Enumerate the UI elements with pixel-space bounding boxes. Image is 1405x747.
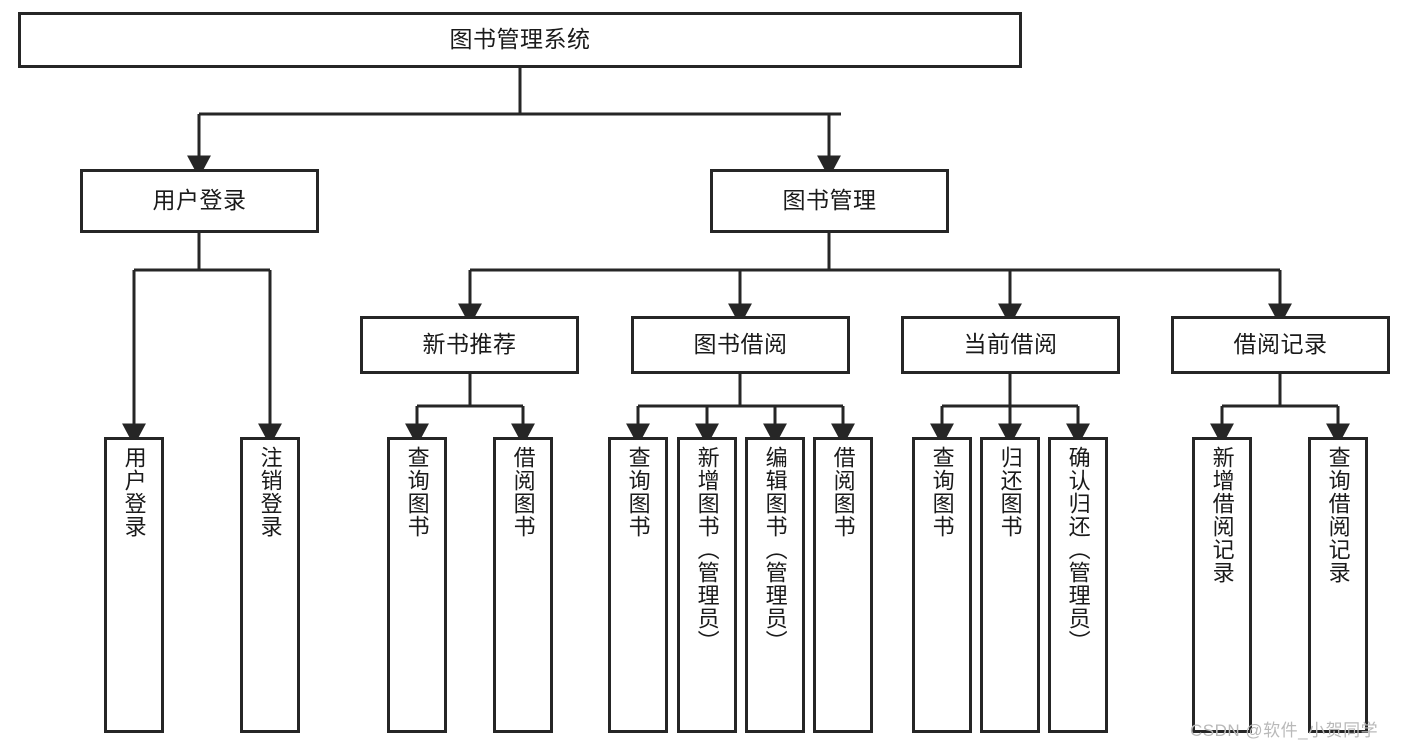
node-leaf-user-login-label: 用户登录 [121,446,147,538]
node-book-management-label: 图书管理 [782,187,877,214]
node-leaf-return-book[interactable]: 归还图书 [980,437,1040,733]
node-leaf-query-book-1-label: 查询图书 [404,446,430,538]
node-leaf-query-book-2-label: 查询图书 [625,446,651,538]
node-leaf-query-record-label: 查询借阅记录 [1325,446,1351,584]
node-root-label: 图书管理系统 [449,26,591,53]
node-leaf-query-book-3-label: 查询图书 [929,446,955,538]
node-book-management[interactable]: 图书管理 [710,169,949,233]
node-root[interactable]: 图书管理系统 [18,12,1022,68]
node-leaf-query-record[interactable]: 查询借阅记录 [1308,437,1368,733]
node-leaf-query-book-2[interactable]: 查询图书 [608,437,668,733]
node-leaf-confirm-return[interactable]: 确认归还（管理员） [1048,437,1108,733]
node-borrow-record-label: 借阅记录 [1233,331,1328,358]
node-leaf-query-book-1[interactable]: 查询图书 [387,437,447,733]
node-user-login[interactable]: 用户登录 [80,169,319,233]
node-book-borrow-label: 图书借阅 [693,331,788,358]
node-leaf-edit-book[interactable]: 编辑图书（管理员） [745,437,805,733]
node-leaf-borrow-book-2-label: 借阅图书 [830,446,856,538]
node-leaf-add-book[interactable]: 新增图书（管理员） [677,437,737,733]
node-leaf-borrow-book-1-label: 借阅图书 [510,446,536,538]
node-current-borrow-label: 当前借阅 [963,331,1058,358]
node-borrow-record[interactable]: 借阅记录 [1171,316,1390,374]
node-leaf-edit-book-label: 编辑图书（管理员） [762,446,788,653]
node-leaf-query-book-3[interactable]: 查询图书 [912,437,972,733]
node-leaf-logout-login-label: 注销登录 [257,446,283,538]
node-leaf-borrow-book-2[interactable]: 借阅图书 [813,437,873,733]
node-leaf-borrow-book-1[interactable]: 借阅图书 [493,437,553,733]
node-leaf-add-record-label: 新增借阅记录 [1209,446,1235,584]
node-new-book-recommend[interactable]: 新书推荐 [360,316,579,374]
node-new-book-recommend-label: 新书推荐 [422,331,517,358]
node-leaf-return-book-label: 归还图书 [997,446,1023,538]
node-current-borrow[interactable]: 当前借阅 [901,316,1120,374]
node-user-login-label: 用户登录 [152,187,247,214]
node-leaf-logout-login[interactable]: 注销登录 [240,437,300,733]
node-leaf-confirm-return-label: 确认归还（管理员） [1065,446,1091,653]
watermark-text: CSDN @软件_小贺同学 [1190,721,1379,740]
node-book-borrow[interactable]: 图书借阅 [631,316,850,374]
node-leaf-add-book-label: 新增图书（管理员） [694,446,720,653]
node-leaf-add-record[interactable]: 新增借阅记录 [1192,437,1252,733]
node-leaf-user-login[interactable]: 用户登录 [104,437,164,733]
